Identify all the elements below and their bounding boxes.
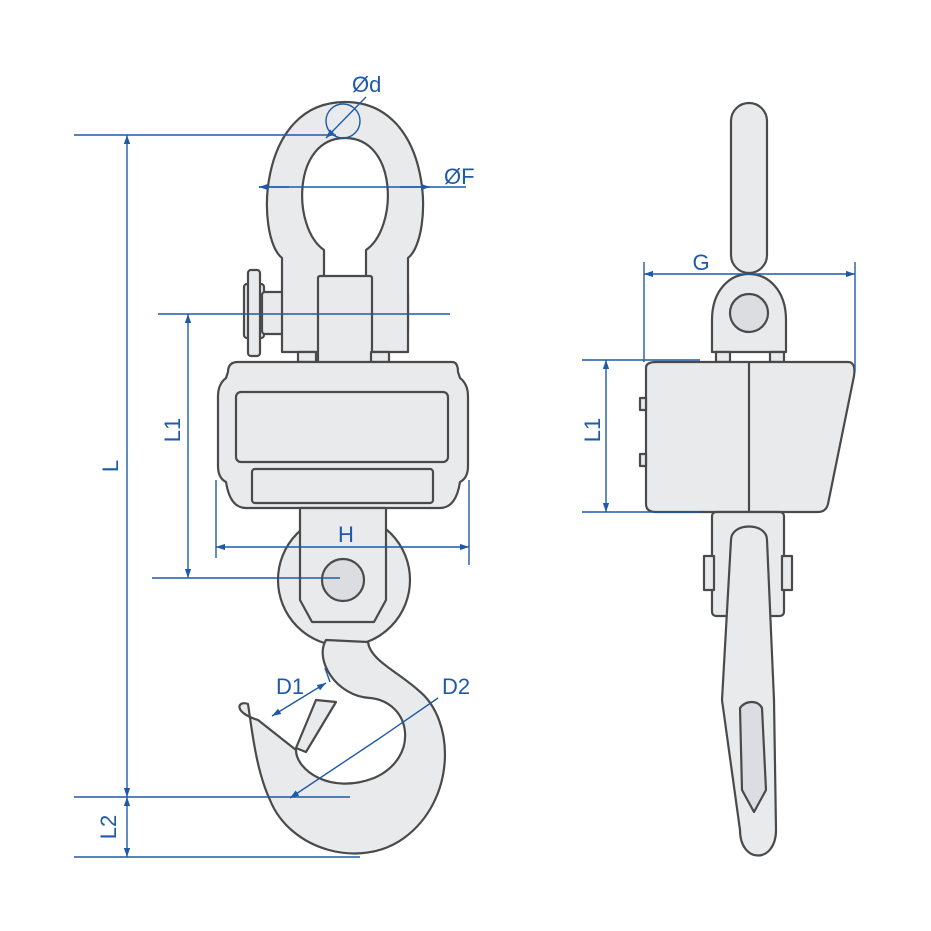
label-d1: D1 (276, 674, 304, 699)
dimension-lines-front (74, 96, 470, 858)
label-l2: L2 (96, 815, 121, 839)
label-d2: D2 (442, 674, 470, 699)
shackle-pin-washer (246, 268, 262, 358)
label-l1-side: L1 (580, 418, 605, 442)
side-body (644, 360, 856, 514)
hook-latch (294, 698, 338, 754)
side-swivel-hole (728, 292, 770, 334)
side-hook-body (720, 525, 778, 857)
side-hook-plate-right (780, 554, 794, 592)
shackle-bow (265, 100, 425, 354)
hook-body (238, 638, 446, 855)
dimension-lines-side (582, 262, 856, 513)
label-g: G (692, 250, 709, 275)
label-l1-front: L1 (160, 418, 185, 442)
side-button-top (638, 396, 648, 412)
swivel-block (316, 274, 374, 368)
side-view: G L1 (580, 101, 856, 857)
side-shackle-bar (729, 101, 769, 275)
label-od: Ød (352, 72, 381, 97)
side-lug-left (714, 350, 732, 364)
side-lug-right (768, 350, 786, 364)
side-button-bottom (638, 452, 648, 468)
label-l: L (98, 460, 123, 472)
label-panel (250, 467, 435, 505)
side-hook-groove (738, 700, 768, 814)
swivel-lug-right (369, 350, 391, 364)
side-hook-plate-left (702, 554, 716, 592)
label-h: H (338, 522, 354, 547)
swivel-lug-left (296, 350, 318, 364)
display-window (234, 390, 450, 464)
front-view: Ød ØF L L1 L2 H D1 D2 (74, 72, 475, 858)
label-of: ØF (444, 164, 475, 189)
hook-pin-hole (320, 557, 366, 603)
